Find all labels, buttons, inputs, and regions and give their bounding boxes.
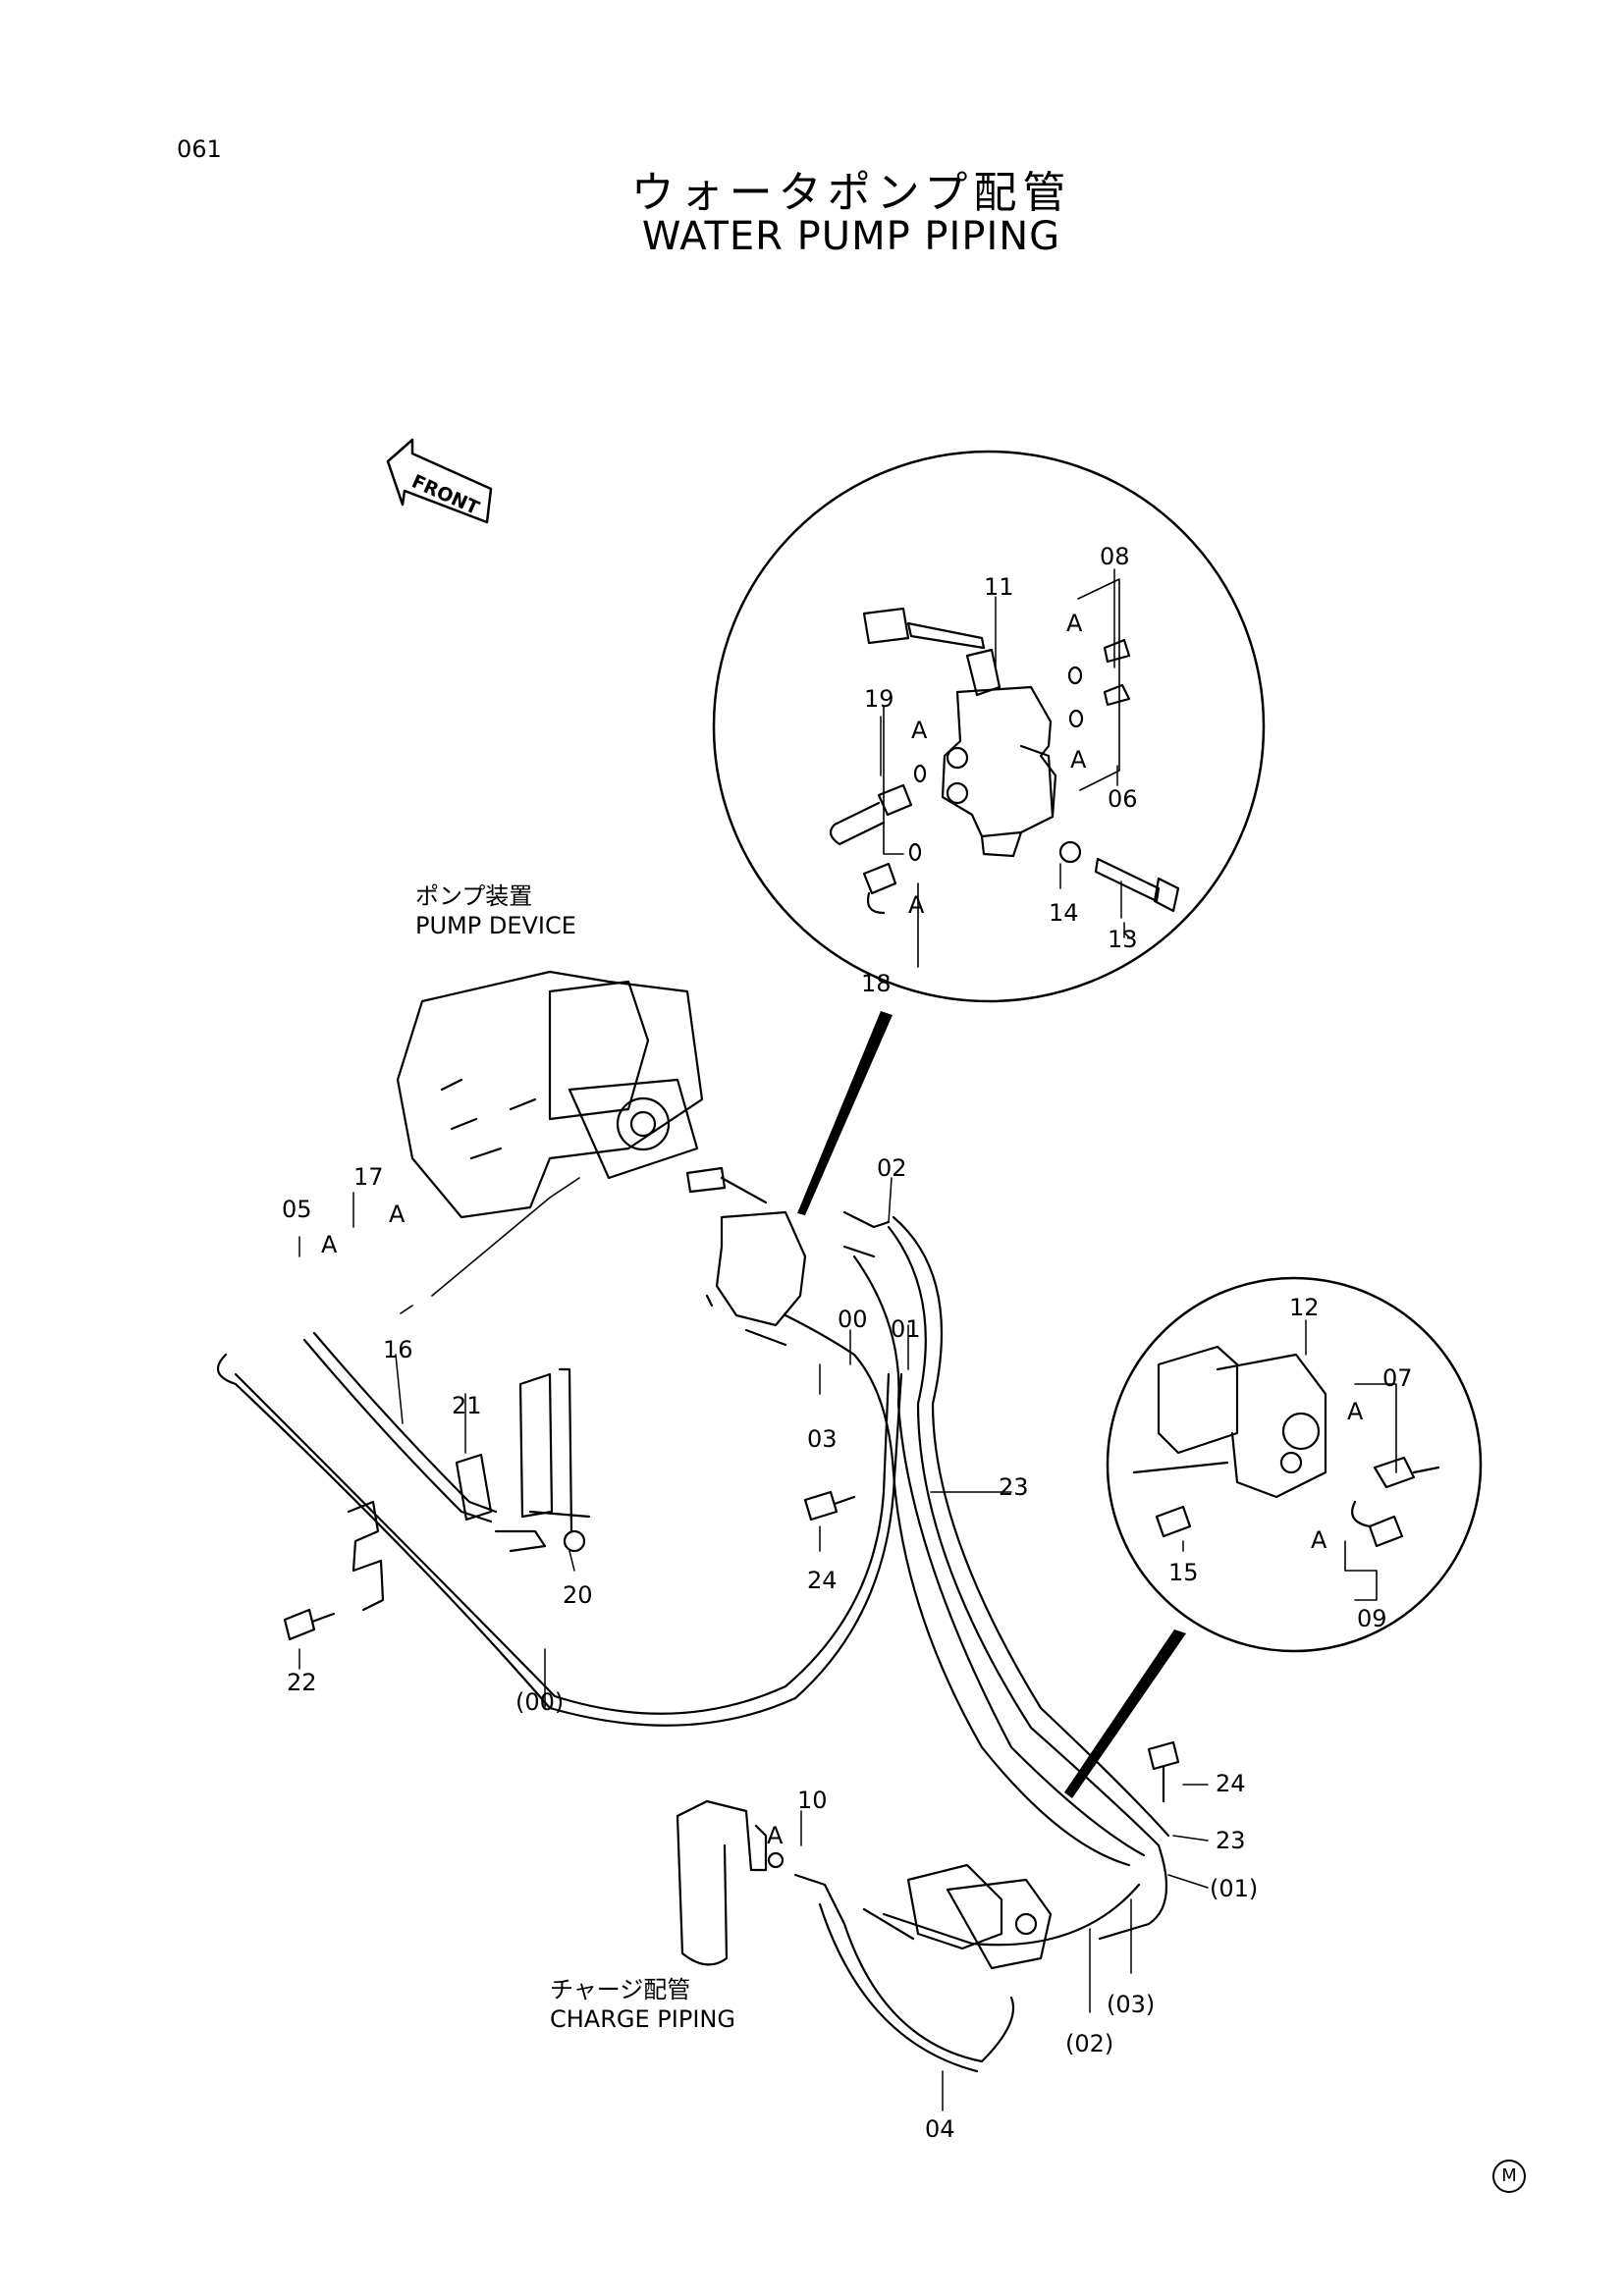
callout-01: 01 bbox=[891, 1315, 921, 1343]
callout-23: 23 bbox=[999, 1473, 1029, 1501]
pump-fitting-07 bbox=[1373, 1456, 1440, 1489]
hose-16 bbox=[302, 1331, 498, 1523]
callout-00-ref: (00) bbox=[515, 1688, 564, 1716]
callout-04: 04 bbox=[925, 2115, 955, 2143]
pump-device-label-ja: ポンプ装置 bbox=[415, 882, 533, 910]
callout-06: 06 bbox=[1108, 785, 1138, 813]
elbow-18 bbox=[862, 862, 897, 915]
callout-16: 16 bbox=[383, 1336, 413, 1363]
callout-15: 15 bbox=[1168, 1559, 1199, 1586]
hose-04 bbox=[793, 1873, 1015, 2073]
marker-a: A bbox=[389, 1201, 406, 1228]
callout-11: 11 bbox=[984, 573, 1014, 601]
page-code: 061 bbox=[177, 135, 222, 163]
marker-a: A bbox=[767, 1822, 784, 1849]
marker-a: A bbox=[911, 717, 928, 744]
washer-14 bbox=[1058, 840, 1082, 864]
callout-numbers: 11 08 19 06 14 13 18 12 07 15 09 05 17 1… bbox=[282, 543, 1413, 2143]
callout-12: 12 bbox=[1289, 1294, 1320, 1321]
water-pump-installed bbox=[906, 1863, 1053, 1970]
pump-fitting-09 bbox=[1351, 1500, 1404, 1548]
callout-leaders bbox=[298, 568, 1307, 2111]
title-english: WATER PUMP PIPING bbox=[641, 214, 1061, 259]
pump-device-label: ポンプ装置 PUMP DEVICE bbox=[415, 881, 576, 940]
callout-10: 10 bbox=[797, 1787, 828, 1814]
bolt-15 bbox=[1132, 1461, 1229, 1538]
m-marker: M bbox=[1492, 2160, 1526, 2193]
pump-leader-wedge bbox=[1064, 1629, 1186, 1798]
front-arrow-icon: FRONT bbox=[386, 438, 493, 524]
hoses-01-02-03 bbox=[784, 1215, 1170, 1947]
charge-piping-label-en: CHARGE PIPING bbox=[550, 2005, 735, 2033]
callout-22: 22 bbox=[287, 1669, 317, 1696]
valve-leader-wedge bbox=[797, 1011, 893, 1215]
callout-02: 02 bbox=[877, 1154, 907, 1182]
callout-20: 20 bbox=[563, 1581, 593, 1609]
callout-21: 21 bbox=[452, 1392, 482, 1419]
marker-a: A bbox=[1347, 1398, 1364, 1425]
callout-05: 05 bbox=[282, 1196, 312, 1223]
marker-a: A bbox=[321, 1231, 338, 1258]
hose-00 bbox=[216, 1353, 903, 1727]
callout-13: 13 bbox=[1108, 926, 1138, 953]
front-arrow-label: FRONT bbox=[408, 470, 482, 519]
valve-detail-fittings bbox=[1103, 638, 1131, 707]
callout-03-ref: (03) bbox=[1107, 1991, 1155, 2018]
callout-14: 14 bbox=[1049, 899, 1079, 927]
selector-valve-installed bbox=[685, 1166, 891, 1347]
marker-a: A bbox=[1066, 610, 1083, 637]
water-pump-motor bbox=[1157, 1345, 1239, 1455]
callout-19: 19 bbox=[864, 685, 894, 713]
callout-07: 07 bbox=[1382, 1364, 1413, 1392]
detail-markers: A A A A A A A A A bbox=[321, 610, 1364, 1849]
callout-00: 00 bbox=[838, 1306, 868, 1333]
title-japanese: ウォータポンプ配管 bbox=[630, 168, 1072, 218]
pump-device bbox=[396, 970, 704, 1314]
callout-01-ref: (01) bbox=[1210, 1875, 1258, 1902]
valve-detail-circle bbox=[712, 450, 1266, 1215]
callout-02-ref: (02) bbox=[1065, 2030, 1113, 2057]
callout-24-lower: 24 bbox=[1216, 1770, 1246, 1797]
callout-03: 03 bbox=[807, 1425, 838, 1453]
bracket-panel bbox=[347, 1367, 573, 1612]
bolts bbox=[283, 1490, 1180, 1803]
charge-filter bbox=[676, 1799, 785, 1966]
charge-piping-label: チャージ配管 CHARGE PIPING bbox=[550, 1975, 735, 2034]
pump-device-label-en: PUMP DEVICE bbox=[415, 912, 576, 939]
bolt-13 bbox=[1094, 857, 1180, 913]
callout-24: 24 bbox=[807, 1567, 838, 1594]
elbow-19 bbox=[829, 783, 913, 846]
charge-piping-label-ja: チャージ配管 bbox=[550, 1976, 691, 2003]
callout-23-lower: 23 bbox=[1216, 1827, 1246, 1854]
marker-a: A bbox=[1070, 746, 1087, 774]
callout-09: 09 bbox=[1357, 1605, 1387, 1632]
callout-18: 18 bbox=[861, 970, 892, 997]
marker-a: A bbox=[1311, 1526, 1327, 1554]
marker-a: A bbox=[908, 891, 925, 919]
callout-08: 08 bbox=[1100, 543, 1130, 570]
callout-17: 17 bbox=[353, 1163, 384, 1191]
clamp-21 bbox=[455, 1453, 591, 1553]
selector-valve bbox=[862, 607, 1057, 858]
pump-detail-circle bbox=[1064, 1276, 1483, 1798]
